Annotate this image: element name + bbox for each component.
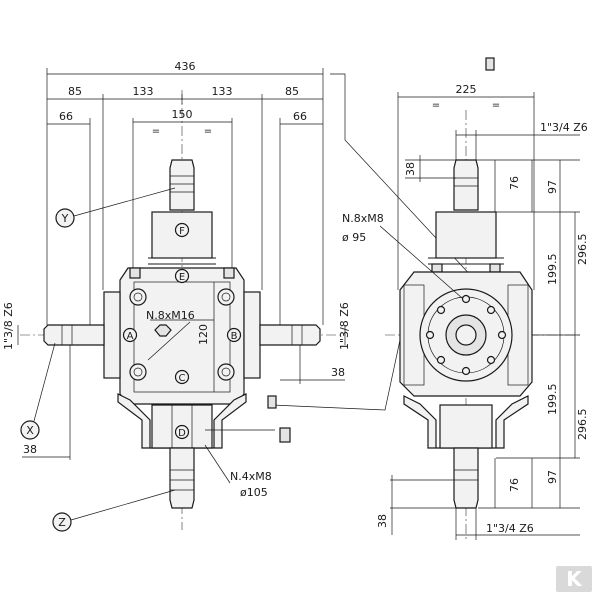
front-view: A B C D E F N.8xM16 120 436 bbox=[2, 60, 351, 532]
side-dim-76-bottom: 76 bbox=[508, 478, 521, 492]
brand-logo-text: K bbox=[566, 567, 583, 591]
front-right-shaft bbox=[259, 324, 321, 346]
svg-text:=: = bbox=[152, 126, 160, 137]
side-view: 225 = = 1"3/4 Z6 76 97 296.5 199.5 199.5… bbox=[267, 57, 589, 540]
side-dim-97-top: 97 bbox=[546, 180, 559, 194]
marker-e bbox=[174, 268, 190, 284]
front-mount-label: N.4xM8 bbox=[230, 470, 272, 483]
marker-a-text: A bbox=[127, 331, 134, 342]
front-dim-150: 150 bbox=[172, 108, 193, 121]
side-dim-199-top: 199.5 bbox=[546, 254, 559, 286]
front-bolt-label: N.8xM16 bbox=[146, 309, 195, 322]
side-bottom-shaft-label: 1"3/4 Z6 bbox=[486, 522, 534, 535]
front-top-dimensions: 436 85 133 133 85 150 = = 66 66 bbox=[46, 60, 324, 325]
front-right-shaft-label: 1"3/8 Z6 bbox=[338, 302, 351, 350]
front-shaft-markers: A B C D E F bbox=[122, 222, 242, 440]
marker-f-text: F bbox=[179, 226, 185, 237]
marker-c-text: C bbox=[179, 373, 186, 384]
callout-x bbox=[20, 420, 40, 440]
marker-f bbox=[174, 222, 190, 238]
svg-text:=: = bbox=[204, 126, 212, 137]
front-dim-133-left: 133 bbox=[133, 85, 154, 98]
front-dim-38-bottom: 38 bbox=[23, 443, 37, 456]
brand-logo: K bbox=[556, 566, 592, 592]
front-right-boss bbox=[243, 291, 261, 379]
marker-d-text: D bbox=[178, 428, 186, 439]
side-bolt-label: N.8xM8 bbox=[342, 212, 384, 225]
callout-z bbox=[52, 512, 72, 532]
front-lower-flange bbox=[117, 393, 247, 449]
side-dim-225: 225 bbox=[456, 83, 477, 96]
front-dim-38-right: 38 bbox=[331, 366, 345, 379]
front-bottom-shaft bbox=[169, 447, 195, 509]
front-left-shaft bbox=[43, 324, 105, 346]
marker-a bbox=[122, 327, 138, 343]
svg-text:=: = bbox=[432, 100, 440, 111]
front-bolt-group bbox=[129, 288, 235, 381]
side-top-shaft bbox=[453, 159, 479, 211]
front-mount-dia: ø105 bbox=[240, 486, 268, 499]
front-left-boss bbox=[103, 291, 121, 379]
side-top-shaft-label: 1"3/4 Z6 bbox=[540, 121, 588, 134]
front-left-shaft-label: 1"3/8 Z6 bbox=[2, 302, 15, 350]
front-top-shaft bbox=[169, 159, 195, 211]
marker-b bbox=[226, 327, 242, 343]
svg-text:=: = bbox=[492, 100, 500, 111]
callout-y bbox=[55, 208, 75, 228]
callout-y-text: Y bbox=[61, 212, 69, 225]
side-dim-38-bottom: 38 bbox=[376, 514, 389, 528]
front-center-hex bbox=[154, 324, 172, 337]
front-dim-120: 120 bbox=[197, 324, 210, 345]
section-leader bbox=[330, 73, 476, 281]
side-bolt-dia: ø 95 bbox=[342, 231, 366, 244]
front-dim-85-left: 85 bbox=[68, 85, 82, 98]
side-dim-199-bottom: 199.5 bbox=[546, 384, 559, 416]
side-upper-housing bbox=[435, 211, 497, 259]
side-lower-skirt bbox=[403, 395, 529, 449]
front-dim-66-right: 66 bbox=[293, 110, 307, 123]
front-dim-133-right: 133 bbox=[212, 85, 233, 98]
side-dim-296-bottom: 296.5 bbox=[576, 409, 589, 441]
front-dim-85-right: 85 bbox=[285, 85, 299, 98]
side-bottom-shaft bbox=[453, 447, 479, 509]
marker-c bbox=[174, 369, 190, 385]
front-dim-436: 436 bbox=[175, 60, 196, 73]
loose-bolt-3 bbox=[279, 427, 291, 443]
marker-b-text: B bbox=[231, 331, 238, 342]
side-flange-bolts bbox=[425, 294, 507, 376]
side-dim-296-top: 296.5 bbox=[576, 234, 589, 266]
side-dim-97-bottom: 97 bbox=[546, 470, 559, 484]
marker-e-text: E bbox=[179, 272, 185, 283]
callout-z-text: Z bbox=[58, 516, 66, 529]
side-dim-76-top: 76 bbox=[508, 176, 521, 190]
callout-x-text: X bbox=[26, 424, 34, 437]
marker-d bbox=[174, 424, 190, 440]
loose-bolt-1 bbox=[485, 57, 495, 71]
loose-bolt-2 bbox=[267, 395, 277, 409]
front-dim-66-left: 66 bbox=[59, 110, 73, 123]
side-dim-38-top: 38 bbox=[404, 162, 417, 176]
